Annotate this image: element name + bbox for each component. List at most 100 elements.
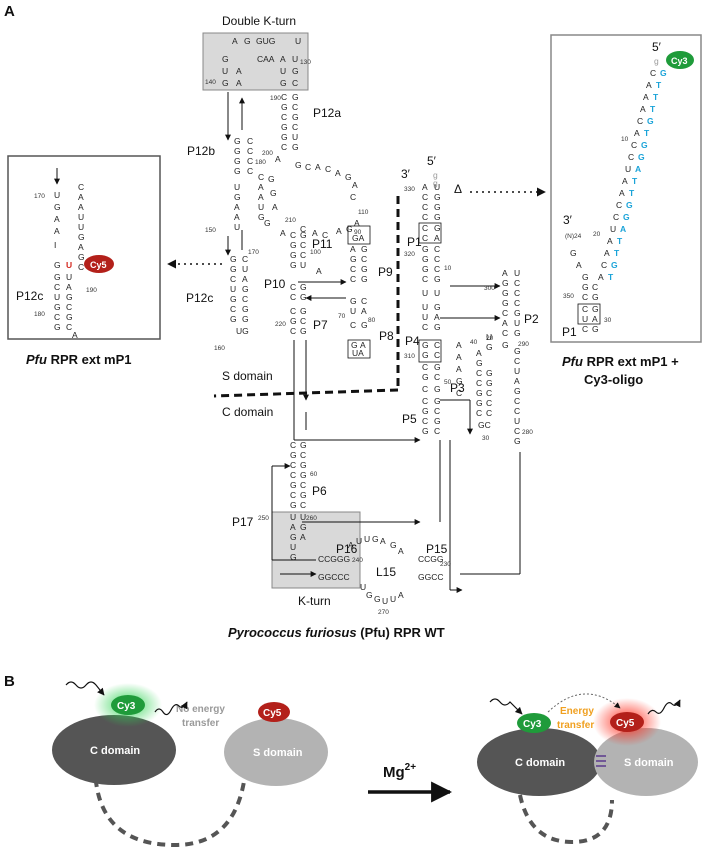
svg-text:330: 330 [404,186,415,193]
svg-text:40: 40 [470,339,478,346]
svg-text:C: C [422,233,428,243]
svg-text:G: G [486,342,493,352]
svg-text:T: T [608,272,614,282]
left-inset-p12c-label: P12c [16,289,43,303]
svg-text:T: T [614,248,620,258]
right-inset-cy3-dye: Cy3 [666,51,694,69]
svg-text:A: A [635,164,641,174]
svg-text:G: G [372,534,379,544]
svg-text:C: C [350,274,356,284]
right-cy5-dye [610,712,644,732]
right-excitation-wave-icon [489,698,523,715]
svg-text:T: T [632,176,638,186]
svg-text:C: C [422,322,428,332]
svg-text:A: A [236,66,242,76]
svg-text:G: G [300,306,307,316]
svg-text:G: G [422,254,429,264]
svg-text:g: g [433,170,438,180]
svg-text:A: A [434,312,440,322]
svg-text:G: G [290,450,297,460]
left-excitation-wave-icon [65,681,105,696]
svg-text:C: C [300,500,306,510]
svg-text:G: G [361,264,368,274]
svg-text:T: T [650,104,656,114]
svg-text:C: C [422,274,428,284]
svg-text:U: U [300,260,306,270]
p7-label: P7 [313,318,328,332]
svg-text:A: A [336,226,342,236]
svg-text:C: C [514,406,520,416]
svg-text:A: A [258,192,264,202]
svg-text:G: G [351,340,358,350]
svg-text:G: G [486,378,493,388]
svg-text:G: G [290,532,297,542]
p4-label: P4 [405,334,420,348]
svg-text:G: G [422,372,429,382]
svg-text:G: G [476,358,483,368]
svg-text:U: U [290,542,296,552]
svg-text:G: G [300,440,307,450]
svg-text:U: U [422,312,428,322]
svg-text:A: A [236,78,242,88]
svg-text:C: C [290,282,296,292]
svg-text:A: A [619,188,625,198]
svg-text:C: C [476,408,482,418]
svg-text:U: U [258,202,264,212]
svg-text:A: A [234,202,240,212]
p9-label: P9 [378,265,393,279]
svg-text:A: A [502,318,508,328]
svg-text:U: U [625,164,631,174]
left-c-domain-label: C domain [90,745,140,757]
svg-text:G: G [295,160,302,170]
svg-text:A: A [78,202,84,212]
svg-text:T: T [644,128,650,138]
svg-text:G: G [300,470,307,480]
right-inset-five-prime: 5′ [652,40,662,54]
svg-text:G: G [268,174,275,184]
svg-text:G: G [270,188,277,198]
svg-text:U: U [292,132,298,142]
svg-text:G: G [230,314,237,324]
left-status-line2: transfer [182,718,219,729]
svg-text:G: G [222,78,229,88]
svg-text:GC: GC [478,420,491,430]
svg-text:U: U [364,534,370,544]
svg-text:140: 140 [205,79,216,86]
svg-text:C: C [305,162,311,172]
svg-text:C: C [281,92,287,102]
svg-text:G: G [592,292,599,302]
p6-label: P6 [312,484,327,498]
svg-text:A: A [78,242,84,252]
svg-text:C: C [601,260,607,270]
svg-text:C: C [434,406,440,416]
svg-text:U: U [78,222,84,232]
mg-label: Mg2+ [383,762,416,781]
svg-text:170: 170 [248,249,259,256]
svg-text:A: A [514,376,520,386]
svg-text:CCGG: CCGG [418,554,444,564]
svg-text:130: 130 [300,59,311,66]
svg-text:170: 170 [34,193,45,200]
svg-text:G: G [514,308,521,318]
svg-text:A: A [422,182,428,192]
svg-text:A: A [350,244,356,254]
svg-text:G: G [234,146,241,156]
svg-text:A: A [398,590,404,600]
domain-divider [213,196,400,398]
svg-text:C: C [422,396,428,406]
svg-text:U: U [230,284,236,294]
svg-text:G: G [78,252,85,262]
svg-text:UA: UA [352,348,364,358]
p8-label: P8 [379,329,394,343]
panel-b-left-state: C domain S domain Cy3 Cy5 No energy tran… [52,681,328,848]
svg-text:Cy5: Cy5 [90,260,107,270]
right-inset-n24: (N)24 [565,233,582,240]
svg-text:A: A [456,340,462,350]
svg-text:C: C [300,224,306,234]
svg-text:C: C [292,102,298,112]
p11-label: P11 [312,237,333,251]
energy-transfer-arc [547,693,621,713]
three-prime-label: 3′ [401,167,411,181]
